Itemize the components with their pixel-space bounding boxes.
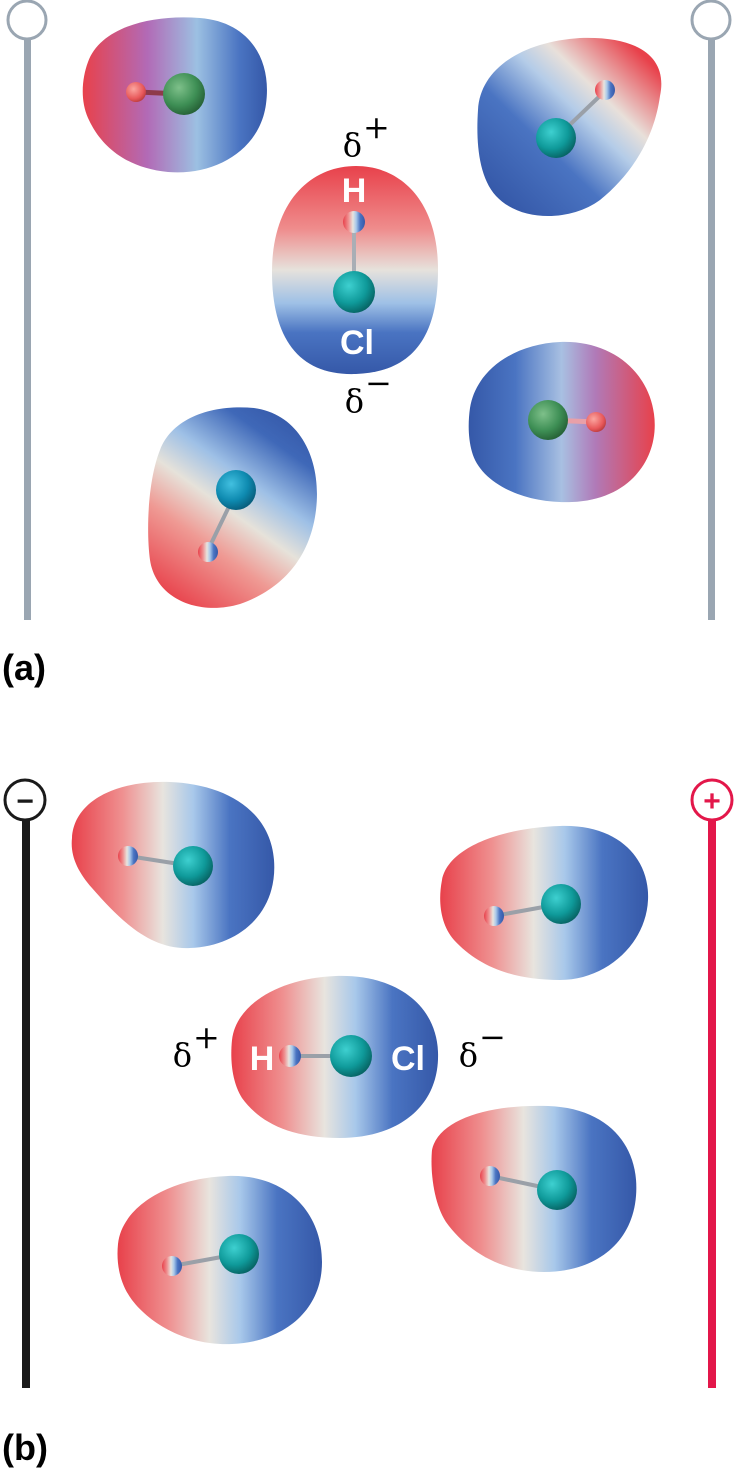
panel-a: H Cl δ + δ − (a) — [2, 0, 732, 688]
chlorine-atom — [163, 73, 205, 115]
svg-text:+: + — [363, 108, 390, 146]
chlorine-atom — [536, 118, 576, 158]
atom-label-h: H — [342, 172, 367, 210]
delta-plus-label: δ + — [173, 1018, 220, 1074]
svg-text:δ: δ — [343, 126, 362, 164]
svg-text:δ: δ — [173, 1036, 192, 1074]
hydrogen-atom — [586, 412, 606, 432]
chlorine-atom — [537, 1170, 577, 1210]
hydrogen-atom — [198, 542, 218, 562]
svg-text:+: + — [193, 1018, 220, 1056]
hydrogen-atom — [162, 1256, 182, 1276]
negative-plate: − — [3, 778, 47, 1388]
minus-sign: − — [16, 785, 34, 818]
chlorine-atom — [528, 400, 568, 440]
center-hcl-molecule: H Cl — [231, 975, 439, 1138]
delta-minus-label: δ − — [459, 1018, 506, 1074]
svg-text:−: − — [365, 364, 392, 402]
plus-sign: + — [703, 785, 721, 818]
hcl-molecule — [431, 1105, 637, 1272]
hcl-molecule — [148, 407, 317, 608]
chlorine-atom — [219, 1234, 259, 1274]
atom-label-cl: Cl — [391, 1040, 425, 1078]
svg-text:δ: δ — [459, 1036, 478, 1074]
center-hcl-molecule: H Cl — [272, 166, 438, 375]
chlorine-atom — [541, 884, 581, 924]
hydrogen-atom — [484, 906, 504, 926]
svg-text:δ: δ — [345, 382, 364, 420]
chlorine-atom — [333, 271, 375, 313]
delta-minus-label: δ − — [345, 364, 392, 420]
hcl-molecule — [71, 781, 275, 949]
chlorine-atom — [173, 846, 213, 886]
hcl-molecule — [440, 825, 649, 980]
hcl-molecule — [477, 37, 662, 217]
hcl-molecule — [117, 1175, 322, 1345]
panel-b: − + H Cl — [2, 778, 734, 1468]
panel-label-a: (a) — [2, 647, 46, 688]
hydrogen-atom — [126, 82, 146, 102]
positive-plate: + — [690, 778, 734, 1388]
left-plate-a — [6, 0, 48, 620]
atom-label-cl: Cl — [340, 324, 374, 362]
hydrogen-atom — [595, 80, 615, 100]
chlorine-atom — [330, 1035, 372, 1077]
delta-plus-label: δ + — [343, 108, 390, 164]
svg-text:−: − — [479, 1018, 506, 1056]
hydrogen-atom — [279, 1045, 301, 1067]
right-plate-a — [690, 0, 732, 620]
hydrogen-atom — [480, 1166, 500, 1186]
hcl-molecule — [82, 17, 267, 173]
chlorine-atom — [216, 470, 256, 510]
hcl-molecule — [468, 341, 655, 503]
panel-label-b: (b) — [2, 1427, 48, 1468]
atom-label-h: H — [250, 1040, 275, 1078]
hydrogen-atom — [118, 846, 138, 866]
hydrogen-atom — [343, 211, 365, 233]
